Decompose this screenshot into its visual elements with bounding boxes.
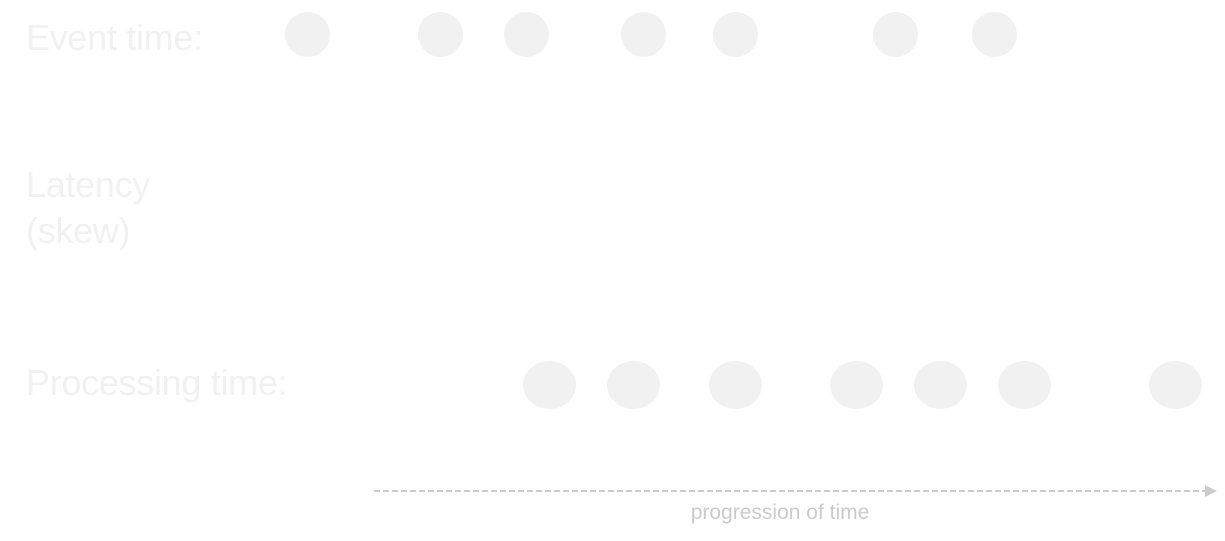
event-dot	[713, 12, 758, 57]
processing-dot	[830, 361, 883, 409]
latency-label: Latency (skew)	[26, 162, 150, 254]
event-dot	[504, 12, 549, 57]
processing-dot	[998, 361, 1051, 409]
event-dot	[621, 12, 666, 57]
latency-label-line2: (skew)	[26, 210, 131, 251]
processing-dot	[914, 361, 967, 409]
processing-time-label: Processing time:	[26, 362, 288, 403]
processing-dot	[607, 361, 660, 409]
time-axis-label: progression of time	[690, 501, 870, 524]
processing-dot	[709, 361, 762, 409]
processing-dot	[523, 361, 576, 409]
latency-label-line1: Latency	[26, 164, 150, 205]
event-dot	[285, 12, 330, 57]
processing-dot	[1149, 361, 1202, 409]
event-dot	[418, 12, 463, 57]
event-time-label: Event time:	[26, 17, 203, 58]
event-dot	[972, 12, 1017, 57]
time-axis-arrowhead	[1205, 485, 1217, 497]
time-axis-arrow	[374, 485, 1217, 497]
event-dot	[873, 12, 918, 57]
